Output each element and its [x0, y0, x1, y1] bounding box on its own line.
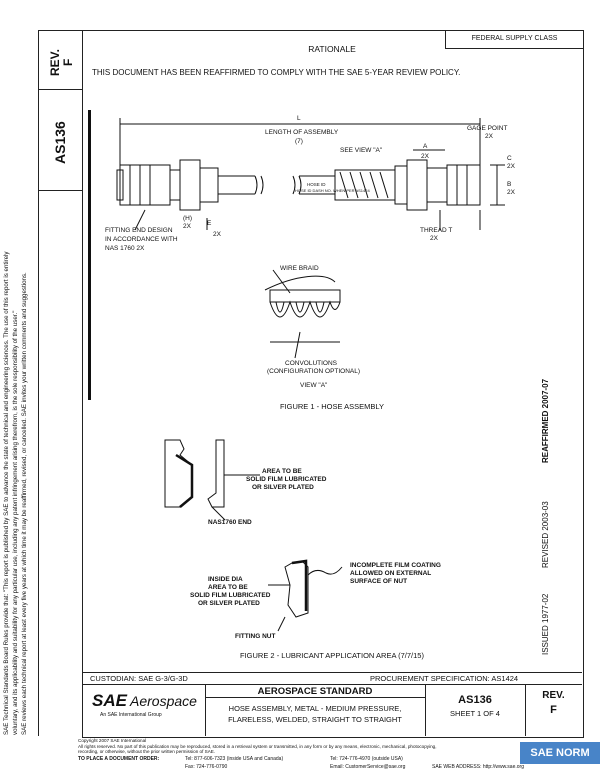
length-tolerance: (7): [295, 138, 303, 145]
in-accordance: IN ACCORDANCE WITH: [105, 236, 178, 243]
dim-l-label: L: [297, 115, 301, 122]
length-of-assembly: LENGTH OF ASSEMBLY: [265, 129, 339, 136]
standard-rule: [205, 697, 425, 698]
page-frame: [82, 30, 584, 738]
dim-b-2x: 2X: [507, 189, 516, 196]
aerospace-standard: AEROSPACE STANDARD: [257, 686, 373, 697]
left-column: [38, 30, 83, 736]
revised-date: REVISED 2003-03: [541, 501, 550, 568]
rationale-title: RATIONALE: [308, 44, 356, 54]
sheet-number: SHEET 1 OF 4: [450, 709, 500, 718]
issued-date: ISSUED 1977-02: [541, 593, 550, 655]
figure1-hose-assembly: L LENGTH OF ASSEMBLY (7) GAGE POINT 2X S…: [105, 115, 516, 389]
view-a-label: VIEW "A": [300, 382, 328, 389]
rev-divider: [38, 89, 82, 90]
fitting-nut: FITTING NUT: [235, 633, 275, 640]
title-divider: [425, 684, 426, 736]
sae-logo: SAE: [92, 691, 127, 710]
area-to-be-2: AREA TO BE: [208, 584, 248, 591]
thread-2x: 2X: [430, 235, 439, 242]
titleblock-top-rule: [82, 672, 582, 673]
figure2-lubricant-area: AREA TO BE SOLID FILM LUBRICATED OR SILV…: [164, 439, 441, 640]
titleblock-mid-rule: [82, 684, 582, 685]
hose-id: HOSE ID: [307, 182, 326, 187]
rev-divider-bottom: [525, 684, 526, 736]
dim-h: (H): [183, 215, 192, 222]
title-line-1: HOSE ASSEMBLY, METAL - MEDIUM PRESSURE,: [228, 704, 402, 713]
footer-fax: Fax: 724-776-0790: [185, 764, 228, 770]
rev-value-box: F: [550, 704, 557, 716]
footer-tel-2: Tel: 724-776-4970 (outside USA): [330, 756, 403, 762]
footer-web: SAE WEB ADDRESS: http://www.sae.org: [432, 764, 524, 770]
dim-a-2x: 2X: [421, 153, 430, 160]
gage-2x: 2X: [485, 133, 494, 140]
dim-e-2x: 2X: [213, 231, 222, 238]
footer-order: TO PLACE A DOCUMENT ORDER:: [78, 756, 160, 762]
top-rule: [38, 30, 82, 31]
solid-film-1: SOLID FILM LUBRICATED: [246, 476, 327, 483]
dim-b: B: [507, 181, 511, 188]
rev-label-vertical: REV.: [48, 49, 62, 76]
dim-a: A: [423, 143, 428, 150]
nas1760-end: NAS1760 END: [208, 519, 252, 526]
dim-c-2x: 2X: [507, 163, 516, 170]
figure1-caption: FIGURE 1 - HOSE ASSEMBLY: [279, 402, 385, 411]
reaffirmed-date: REAFFIRMED 2007-07: [541, 378, 550, 463]
silver-1: OR SILVER PLATED: [252, 484, 314, 491]
brand-tagline: An SAE International Group: [100, 712, 162, 718]
figure2-caption: FIGURE 2 - LUBRICANT APPLICATION AREA (7…: [240, 651, 424, 660]
dim-e: E: [207, 220, 212, 227]
wire-braid: WIRE BRAID: [280, 265, 319, 272]
brand-divider: [205, 684, 206, 736]
change-bar: [88, 110, 91, 400]
doc-number-box: AS136: [458, 694, 492, 706]
footer-copyright: Copyright 2007 SAE International: [78, 738, 147, 743]
hose-id-desc: HOSE ID DASH NO. WHEN PER AS1424: [295, 188, 370, 193]
aerospace-wordmark: Aerospace: [130, 693, 197, 709]
doc-number-vertical: AS136: [52, 121, 68, 164]
convolutions: CONVOLUTIONS: [285, 360, 338, 367]
rev-value-vertical: F: [61, 58, 75, 66]
allowed-external: ALLOWED ON EXTERNAL: [350, 570, 431, 577]
legal-note-3: SAE reviews each technical report at lea…: [21, 272, 28, 735]
procurement-spec: PROCUREMENT SPECIFICATION: AS1424: [370, 674, 519, 683]
dim-c: C: [507, 155, 512, 162]
config-optional: (CONFIGURATION OPTIONAL): [267, 368, 360, 375]
gage-point-label: GAGE POINT: [467, 125, 507, 132]
inside-dia: INSIDE DIA: [208, 576, 243, 583]
custodian: CUSTODIAN: SAE G-3/G-3D: [90, 674, 188, 683]
federal-supply-class: FEDERAL SUPPLY CLASS: [445, 30, 583, 49]
footer-rights-2: recording, or otherwise, without the pri…: [78, 749, 216, 754]
rev-label-box: REV.: [542, 690, 565, 701]
nas-2x: NAS 1760 2X: [105, 245, 145, 252]
legal-note-2: voluntary, and its applicability and sui…: [12, 310, 19, 735]
solid-film-2: SOLID FILM LUBRICATED: [190, 592, 271, 599]
rationale-text: THIS DOCUMENT HAS BEEN REAFFIRMED TO COM…: [92, 68, 461, 77]
area-to-be-1: AREA TO BE: [262, 468, 302, 475]
doc-divider: [38, 190, 82, 191]
sae-norm-watermark: SAE NORM: [520, 742, 600, 764]
incomplete-coating: INCOMPLETE FILM COATING: [350, 562, 441, 569]
legal-note-1: SAE Technical Standards Board Rules prov…: [3, 251, 10, 736]
thread-t: THREAD T: [420, 227, 452, 234]
surface-of-nut: SURFACE OF NUT: [350, 578, 407, 585]
footer-rights: All rights reserved. No part of this pub…: [78, 744, 437, 749]
dim-h-2x: 2X: [183, 223, 192, 230]
footer-email: Email: CustomerService@sae.org: [330, 764, 406, 770]
silver-2: OR SILVER PLATED: [198, 600, 260, 607]
see-view-a: SEE VIEW "A": [340, 147, 383, 154]
footer-tel-1: Tel: 877-606-7323 (inside USA and Canada…: [185, 756, 284, 762]
fitting-end-design: FITTING END DESIGN: [105, 227, 173, 234]
title-line-2: FLARELESS, WELDED, STRAIGHT TO STRAIGHT: [228, 715, 402, 724]
